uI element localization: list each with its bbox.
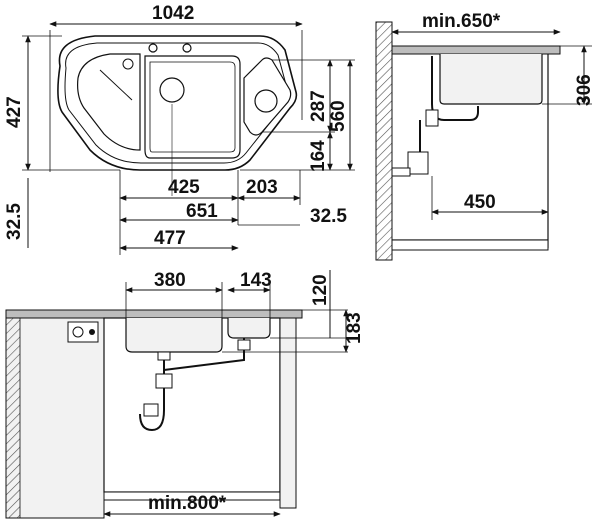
main-bowl <box>144 55 241 159</box>
dim-164: 164 <box>308 140 329 172</box>
dim-560: 560 <box>328 100 349 132</box>
dim-306: 306 <box>574 74 595 106</box>
countertop <box>391 45 561 55</box>
dim-477: 477 <box>154 228 186 249</box>
dim-427: 427 <box>4 96 25 128</box>
wall <box>375 21 393 261</box>
dim-143: 143 <box>240 270 272 291</box>
front-view: 380 143 120 183 min.800* <box>5 270 365 519</box>
dim-380: 380 <box>154 270 186 291</box>
tap-hole-1 <box>148 43 158 53</box>
dim-651: 651 <box>186 201 218 222</box>
dim-425: 425 <box>168 177 200 198</box>
dim-120: 120 <box>310 274 331 306</box>
dim-287: 287 <box>308 90 329 122</box>
dim-32-5-right: 32.5 <box>310 206 347 227</box>
dim-min-800: min.800* <box>148 493 227 514</box>
top-view: 1042 427 32.5 287 560 164 425 203 651 32… <box>4 3 355 255</box>
dim-183: 183 <box>344 312 365 344</box>
dim-min-650: min.650* <box>422 11 501 32</box>
dim-203: 203 <box>246 177 278 198</box>
front-countertop <box>5 309 303 319</box>
tap-hole-2 <box>182 43 192 53</box>
side-bowl-drain <box>254 89 278 113</box>
drainer-area <box>77 53 141 151</box>
dim-450: 450 <box>464 192 496 213</box>
front-small-bowl <box>227 318 271 339</box>
side-bowl-profile <box>439 54 543 105</box>
side-view: min.650* 306 450 <box>375 11 595 261</box>
dim-1042: 1042 <box>152 3 194 24</box>
front-main-bowl <box>125 318 223 353</box>
main-bowl-drain <box>159 77 185 103</box>
dim-32-5-left: 32.5 <box>4 203 25 240</box>
